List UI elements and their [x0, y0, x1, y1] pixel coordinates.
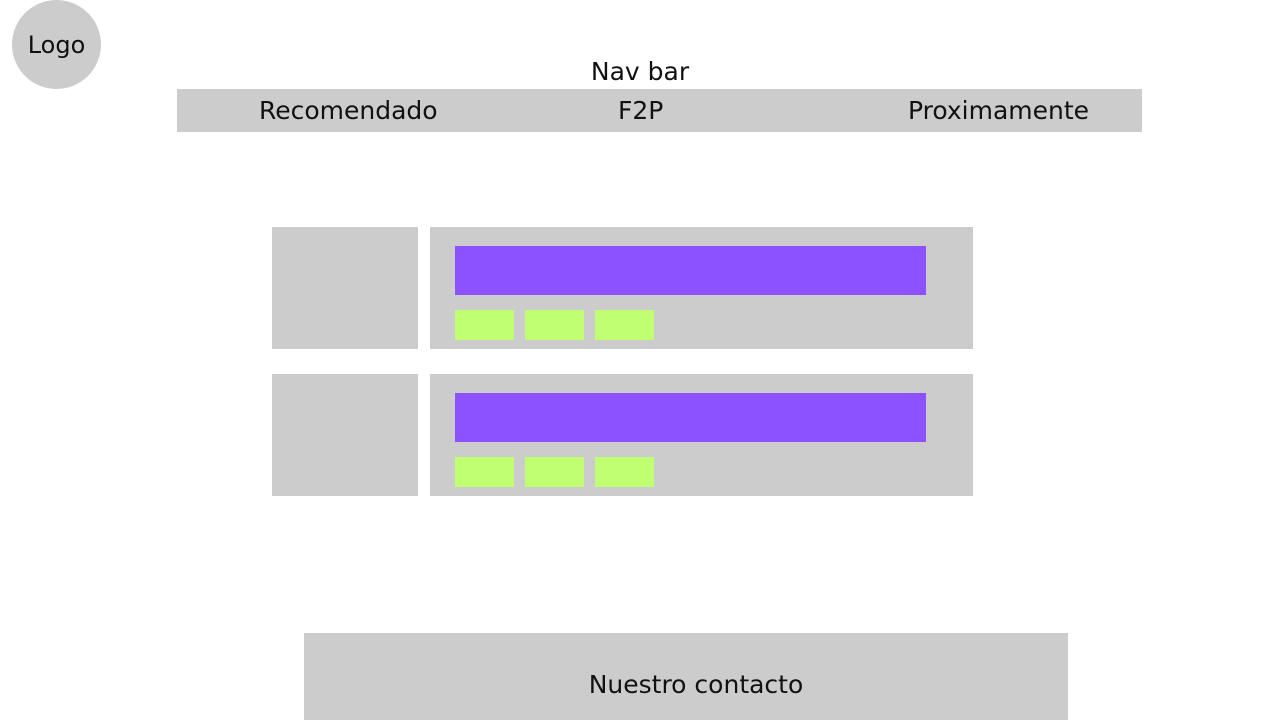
footer: Nuestro contacto [304, 633, 1068, 720]
game-card-tag[interactable] [525, 457, 584, 487]
game-card-title-bar[interactable] [455, 246, 926, 295]
game-card [430, 374, 973, 496]
nav-item-f2p[interactable]: F2P [618, 96, 664, 125]
game-card-tag[interactable] [595, 457, 654, 487]
game-card-thumbnail[interactable] [272, 227, 418, 349]
logo[interactable]: Logo [12, 0, 101, 89]
game-card [430, 227, 973, 349]
game-card-title-bar[interactable] [455, 393, 926, 442]
game-card-tag[interactable] [525, 310, 584, 340]
game-card-tag[interactable] [455, 457, 514, 487]
nav-caption: Nav bar [590, 57, 690, 86]
game-card-thumbnail[interactable] [272, 374, 418, 496]
logo-label: Logo [27, 30, 86, 59]
nav-item-recomendado[interactable]: Recomendado [259, 96, 438, 125]
game-card-tag[interactable] [595, 310, 654, 340]
footer-contact-link[interactable]: Nuestro contacto [588, 670, 804, 699]
game-card-tag[interactable] [455, 310, 514, 340]
navbar: Recomendado F2P Proximamente [177, 89, 1142, 132]
nav-item-proximamente[interactable]: Proximamente [908, 96, 1090, 125]
